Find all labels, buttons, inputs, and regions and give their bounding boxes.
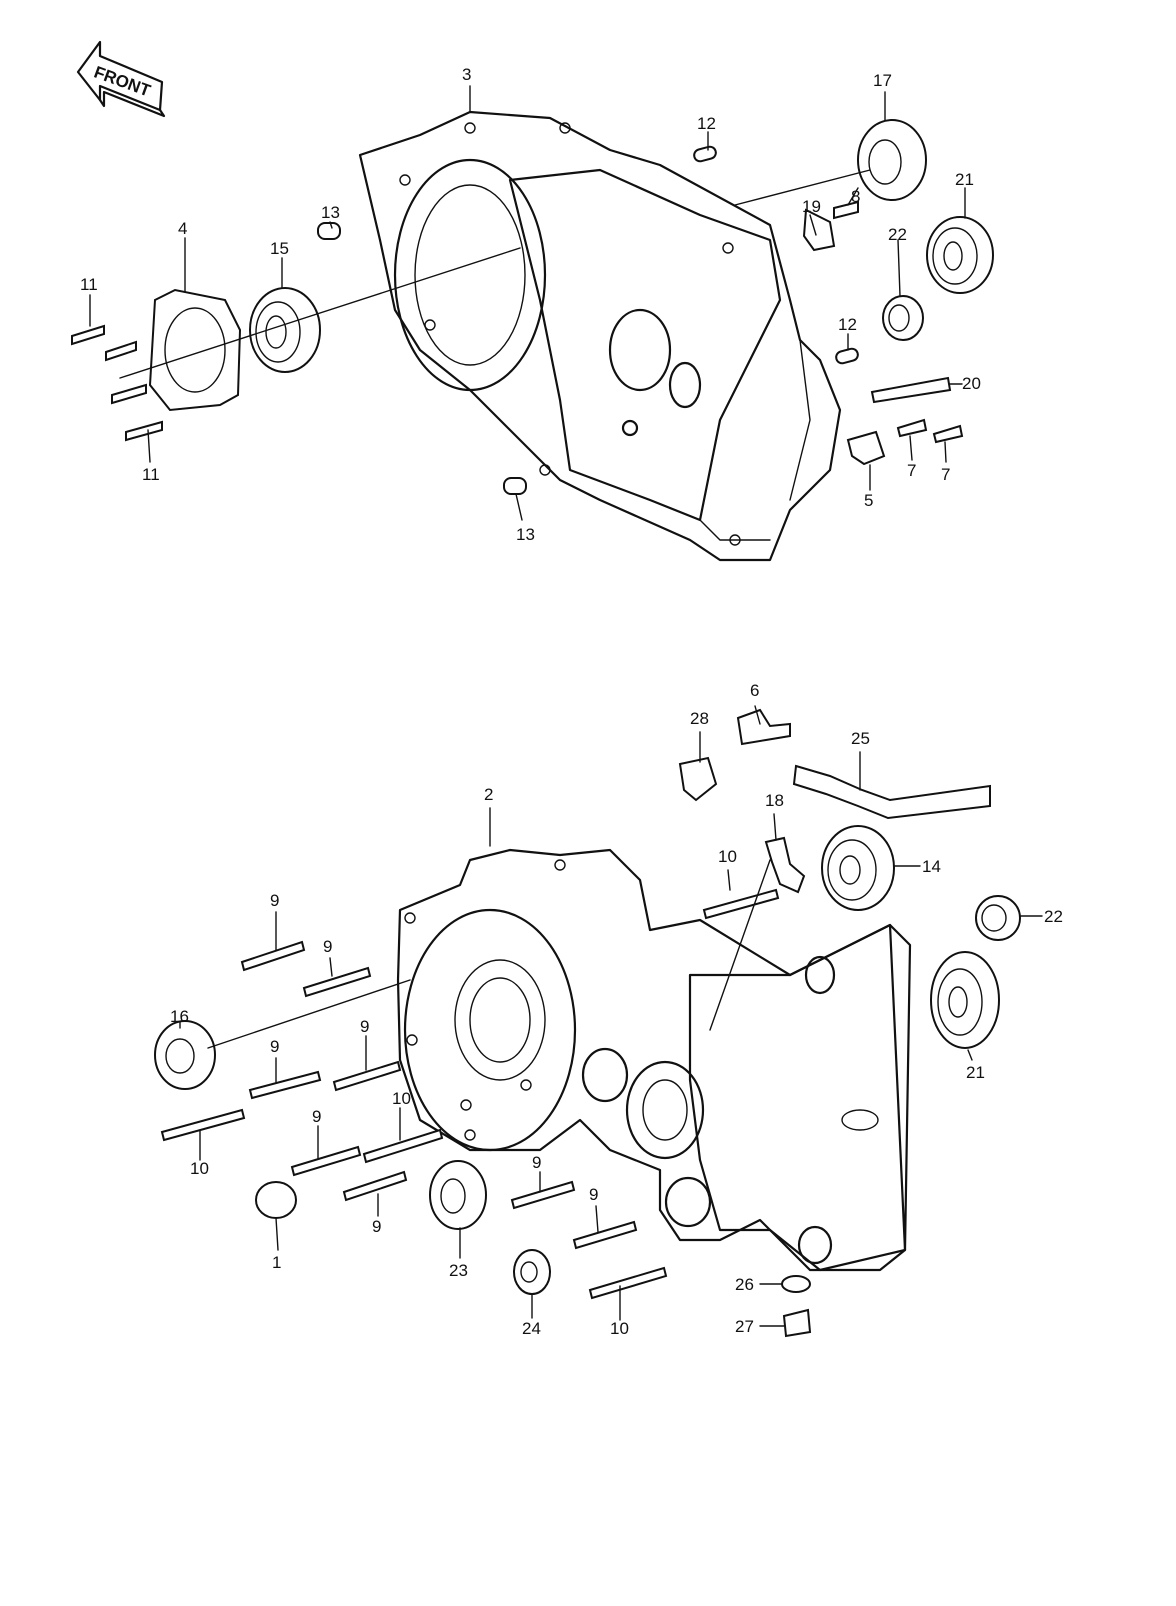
callout-13-a: 13 — [321, 203, 340, 222]
callout-2: 2 — [484, 785, 493, 804]
callout-15: 15 — [270, 239, 289, 258]
callout-9-e: 9 — [312, 1107, 321, 1126]
crankcase-half-upper — [358, 110, 842, 562]
callout-14: 14 — [922, 857, 941, 876]
callout-11-b: 11 — [142, 465, 160, 484]
callout-11-a: 11 — [80, 275, 98, 294]
bearing-21-upper — [926, 216, 994, 294]
callout-10-c: 10 — [190, 1159, 209, 1178]
screws-11 — [71, 324, 163, 442]
callout-8: 8 — [851, 187, 860, 206]
oil-seal-17 — [857, 119, 927, 201]
callout-13-b: 13 — [516, 525, 535, 544]
needle-bearing-22-lower — [975, 895, 1021, 941]
callout-22-b: 22 — [1044, 907, 1063, 926]
callout-21-b: 21 — [966, 1063, 985, 1082]
callout-19: 19 — [802, 197, 821, 216]
callout-27: 27 — [735, 1317, 754, 1336]
callout-7-a: 7 — [907, 461, 916, 480]
leader-lines-upper — [89, 85, 966, 521]
callout-6: 6 — [750, 681, 759, 700]
callout-22-a: 22 — [888, 225, 907, 244]
cap-1 — [255, 1181, 297, 1219]
oil-seal-23 — [429, 1160, 487, 1230]
callout-23: 23 — [449, 1261, 468, 1280]
bearing-14 — [821, 825, 895, 911]
bearing-15 — [249, 287, 321, 373]
callout-10-d: 10 — [610, 1319, 629, 1338]
callout-18: 18 — [765, 791, 784, 810]
dowel-pins-upper — [317, 145, 859, 495]
callout-26: 26 — [735, 1275, 754, 1294]
callout-21-a: 21 — [955, 170, 974, 189]
callout-5: 5 — [864, 491, 873, 510]
callout-17: 17 — [873, 71, 892, 90]
crankcase-half-lower — [396, 848, 912, 1272]
callout-12-a: 12 — [697, 114, 716, 133]
retainer-plate-4 — [148, 288, 242, 412]
callout-9-g: 9 — [589, 1185, 598, 1204]
bolts-9-10 — [160, 888, 780, 1300]
callout-28: 28 — [690, 709, 709, 728]
bearing-21-lower — [930, 951, 1000, 1049]
callout-7-b: 7 — [941, 465, 950, 484]
callout-10-a: 10 — [718, 847, 737, 866]
leader-lines-lower — [179, 705, 1043, 1327]
callout-24: 24 — [522, 1319, 541, 1338]
callout-9-d: 9 — [270, 1037, 279, 1056]
callout-9-a: 9 — [270, 891, 279, 910]
callout-10-b: 10 — [392, 1089, 411, 1108]
callout-4: 4 — [178, 219, 187, 238]
callout-25: 25 — [851, 729, 870, 748]
callout-9-b: 9 — [323, 937, 332, 956]
oil-seal-16 — [154, 1020, 216, 1090]
callout-3: 3 — [462, 65, 471, 84]
callout-20: 20 — [962, 374, 981, 393]
fittings-6-18-25-26-27-28 — [678, 708, 991, 1338]
needle-bearing-22-upper — [882, 295, 924, 341]
front-arrow-icon: FRONT — [76, 40, 166, 118]
callout-1: 1 — [272, 1253, 281, 1272]
callout-9-f: 9 — [532, 1153, 541, 1172]
callout-9-c: 9 — [360, 1017, 369, 1036]
oil-seal-24 — [513, 1249, 551, 1295]
callout-16: 16 — [170, 1007, 189, 1026]
callout-12-b: 12 — [838, 315, 857, 334]
callout-9-h: 9 — [372, 1217, 381, 1236]
